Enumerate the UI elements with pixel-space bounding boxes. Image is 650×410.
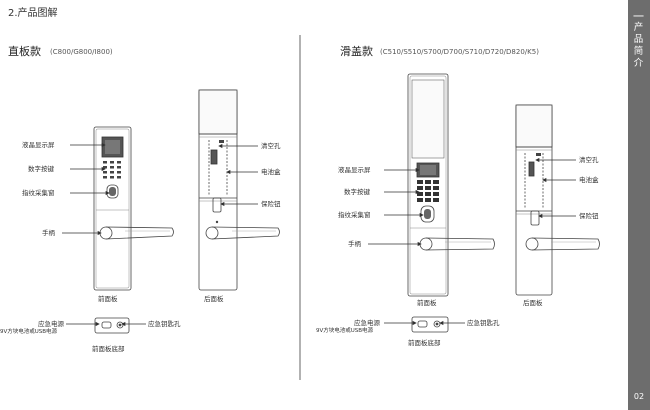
left-label-front: 前面板 — [98, 295, 118, 303]
right-label-back: 后面板 — [523, 299, 543, 307]
sidebar — [628, 0, 650, 410]
right-label-fingerprint: 指纹采集窗 — [338, 211, 371, 219]
left-label-knob: 保险钮 — [261, 200, 281, 208]
left-label-back: 后面板 — [204, 295, 224, 303]
right-label-emergency-power: 应急电源 — [354, 319, 380, 327]
left-section-title: 直板款 — [8, 45, 41, 58]
right-label-knob: 保险钮 — [579, 212, 599, 220]
left-front-keypad — [103, 161, 121, 179]
left-back-handle — [211, 226, 280, 240]
left-back-panel — [198, 89, 280, 291]
right-label-keypad: 数字按键 — [344, 188, 370, 196]
right-front-bottom-view — [411, 316, 449, 333]
right-label-front-bottom: 前面板底部 — [408, 339, 441, 347]
left-label-emergency-power: 应急电源 — [38, 320, 64, 328]
sidebar-subtitle: 产品简介 — [633, 22, 644, 69]
right-label-handle: 手柄 — [348, 240, 361, 248]
right-section-title: 滑盖款 — [340, 45, 373, 58]
right-label-front: 前面板 — [417, 299, 437, 307]
left-label-battery: 电池盒 — [261, 168, 281, 176]
left-label-emergency-power-note: 9V方块电池或USB电源 — [0, 329, 58, 335]
right-front-slide-cover — [411, 79, 445, 159]
right-front-handle — [425, 237, 495, 251]
left-back-knob — [212, 197, 222, 213]
left-section-models: (C800/G800/I800) — [50, 48, 113, 56]
left-front-panel — [93, 126, 174, 291]
left-front-handle — [105, 226, 174, 240]
left-label-fingerprint: 指纹采集窗 — [22, 189, 55, 197]
left-front-bottom-view — [94, 317, 130, 334]
right-label-emergency-power-note: 9V方块电池或USB电源 — [316, 328, 374, 334]
right-label-key-hole: 应急钥匙孔 — [467, 319, 500, 327]
left-label-handle: 手柄 — [42, 229, 55, 237]
right-section-models: (C510/S510/S700/D700/S710/D720/D820/K5) — [380, 48, 539, 56]
left-front-fingerprint — [106, 184, 119, 199]
sidebar-title: 一 — [633, 10, 644, 23]
page-number: 02 — [633, 392, 645, 401]
right-back-handle — [531, 237, 600, 251]
left-label-front-bottom: 前面板底部 — [92, 345, 125, 353]
left-label-reset: 清空孔 — [261, 142, 281, 150]
right-back-panel — [515, 104, 600, 296]
page-title: 2.产品图解 — [8, 8, 58, 19]
right-front-panel — [407, 73, 495, 297]
right-label-battery: 电池盒 — [579, 176, 599, 184]
right-label-lcd: 液晶显示屏 — [338, 166, 371, 174]
left-label-keypad: 数字按键 — [28, 165, 54, 173]
right-back-knob — [530, 210, 540, 226]
left-label-lcd: 液晶显示屏 — [22, 141, 55, 149]
right-front-keypad — [417, 180, 439, 202]
left-label-key-hole: 应急钥匙孔 — [148, 320, 181, 328]
right-label-reset: 清空孔 — [579, 156, 599, 164]
